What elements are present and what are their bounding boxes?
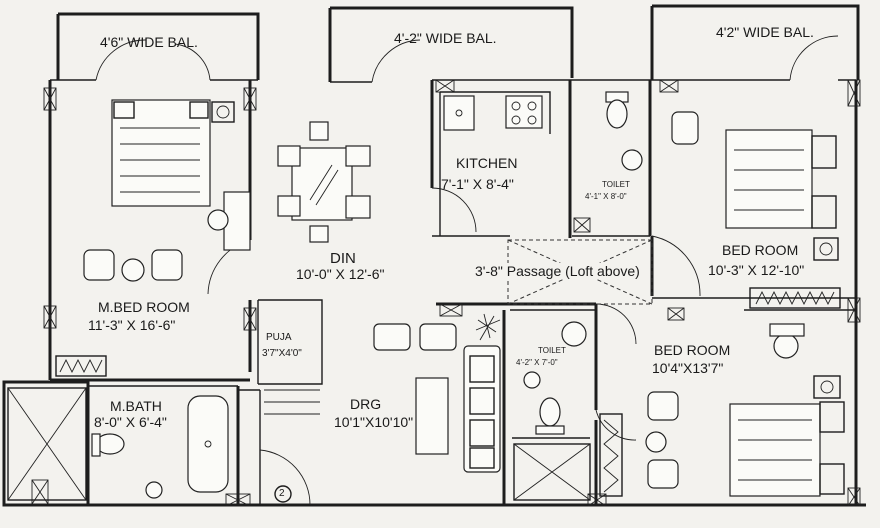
master-bed-size: 11'-3" X 16'-6" <box>88 317 176 333</box>
toilet-top-size: 4'-1" X 8'-0" <box>585 192 627 201</box>
master-bath-size: 8'-0" X 6'-4" <box>94 414 167 430</box>
master-study-chair <box>207 209 229 231</box>
balcony-mid-label: 4'-2" WIDE BAL. <box>394 30 497 46</box>
master-bath-fixtures <box>7 387 229 501</box>
master-bed-label: M.BED ROOM <box>98 299 190 315</box>
drawing-room-size: 10'1"X10'10" <box>334 414 414 430</box>
dining-set <box>277 121 371 243</box>
bed-right-size: 10'-3" X 12'-10" <box>708 262 805 278</box>
balcony-left-label: 4'6" WIDE BAL. <box>100 34 198 50</box>
dining-label: DIN <box>330 250 356 267</box>
master-wardrobe <box>55 355 107 377</box>
passage-label: 3'-8" Passage (Loft above) <box>475 263 640 280</box>
bed-right-label: BED ROOM <box>722 242 799 258</box>
bed-lower-size: 10'4"X13'7" <box>652 360 724 376</box>
kitchen-counter <box>439 91 551 236</box>
kitchen-label: KITCHEN <box>456 155 518 171</box>
balcony-right-label: 4'2" WIDE BAL. <box>716 24 814 40</box>
entry-marker-number: 2 <box>279 488 285 499</box>
bed-lower <box>729 323 845 497</box>
toilet-mid-fixtures <box>513 321 591 501</box>
right-chair <box>671 111 699 145</box>
lower-corridor-steps <box>264 389 320 415</box>
toilet-mid-label: TOILET <box>538 346 566 355</box>
master-bath-label: M.BATH <box>110 398 162 414</box>
master-seating <box>83 249 183 282</box>
kitchen-size: 7'-1" X 8'-4" <box>441 176 514 192</box>
dining-size: 10'-0" X 12'-6" <box>296 266 385 282</box>
puja-size: 3'7"X4'0" <box>262 348 302 359</box>
entry-marker-circle <box>274 485 292 503</box>
toilet-mid-size: 4'-2" X 7'-0" <box>516 358 558 367</box>
bed-lower-label: BED ROOM <box>654 342 731 358</box>
bed-right <box>725 129 839 261</box>
drawing-room-furniture <box>373 313 501 473</box>
right-wardrobe <box>749 287 841 309</box>
lower-seating <box>599 391 679 497</box>
toilet-top-label: TOILET <box>602 180 630 189</box>
drawing-room-label: DRG <box>350 396 382 412</box>
puja-label: PUJA <box>266 332 292 343</box>
toilet-top-fixtures <box>605 91 643 171</box>
master-bed <box>111 99 235 207</box>
